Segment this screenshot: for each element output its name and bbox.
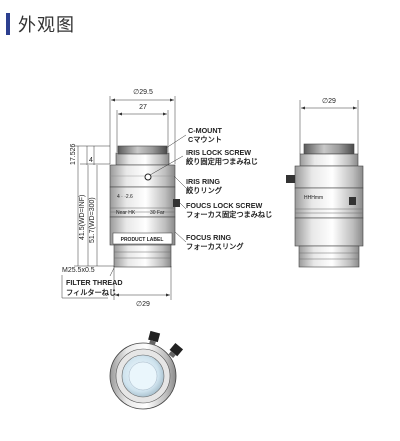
dim-51-7: 51.7(WD=300) xyxy=(89,197,96,243)
dim-17-528: 17.526 xyxy=(70,143,77,165)
top-view xyxy=(109,330,184,410)
focus-lock-screw-icon xyxy=(173,199,180,207)
filter-thread-label: FILTER THREAD xyxy=(66,278,123,287)
dim-bottom-diameter: ∅29 xyxy=(136,301,150,308)
focus-ring-label: FOCUS RING xyxy=(186,233,232,242)
far-mark: 30 Far xyxy=(150,210,165,216)
dim-side-diameter: ∅29 xyxy=(322,98,336,105)
side-iris-screw-icon xyxy=(286,175,295,183)
dim-top-diameter: ∅29.5 xyxy=(133,89,153,96)
c-mount-label: C-MOUNT xyxy=(188,126,223,135)
callout-leaders xyxy=(149,134,187,243)
filter-thread-label-jp: フィルターねじ xyxy=(66,288,116,297)
iris-lock-screw-label: IRIS LOCK SCREW xyxy=(186,148,251,157)
dim-width-27: 27 xyxy=(139,104,147,111)
product-label-text: PRODUCT LABEL xyxy=(121,237,164,243)
focus-lock-screw-label-jp: フォーカス固定つまみねじ xyxy=(186,210,272,219)
dim-41-5: 41.5(WD=INF) xyxy=(79,195,86,240)
focus-ring-label-jp: フォーカスリング xyxy=(186,242,244,251)
near-mark: Near HK xyxy=(116,210,136,216)
focus-lock-screw-label: FOUCS LOCK SCREW xyxy=(186,201,262,210)
product-label xyxy=(112,232,173,245)
side-focus-screw-icon xyxy=(349,197,356,205)
iris-lock-screw-label-jp: 絞り固定用つまみねじ xyxy=(186,157,258,166)
page-title: 外观图 xyxy=(18,15,75,36)
c-mount-label-jp: Cマウント xyxy=(188,135,222,144)
iris-lock-screw xyxy=(144,173,152,181)
page-header: 外观图 xyxy=(6,10,75,38)
iris-ring-label: IRIS RING xyxy=(186,177,220,186)
header-accent-bar xyxy=(6,13,10,35)
filter-size-label: M25.5x0.5 xyxy=(62,267,95,274)
side-view: HHHmm xyxy=(286,143,364,268)
f-scale: 4 · ·2.6 xyxy=(117,194,133,200)
dim-4: 4 xyxy=(89,157,93,164)
front-view: 4 · ·2.6 Near HK 30 Far PRODUCT LABEL xyxy=(109,145,180,268)
side-marking: HHHmm xyxy=(304,195,323,201)
front-dimension-lines xyxy=(74,96,176,300)
iris-ring-label-jp: 絞りリング xyxy=(186,186,223,195)
